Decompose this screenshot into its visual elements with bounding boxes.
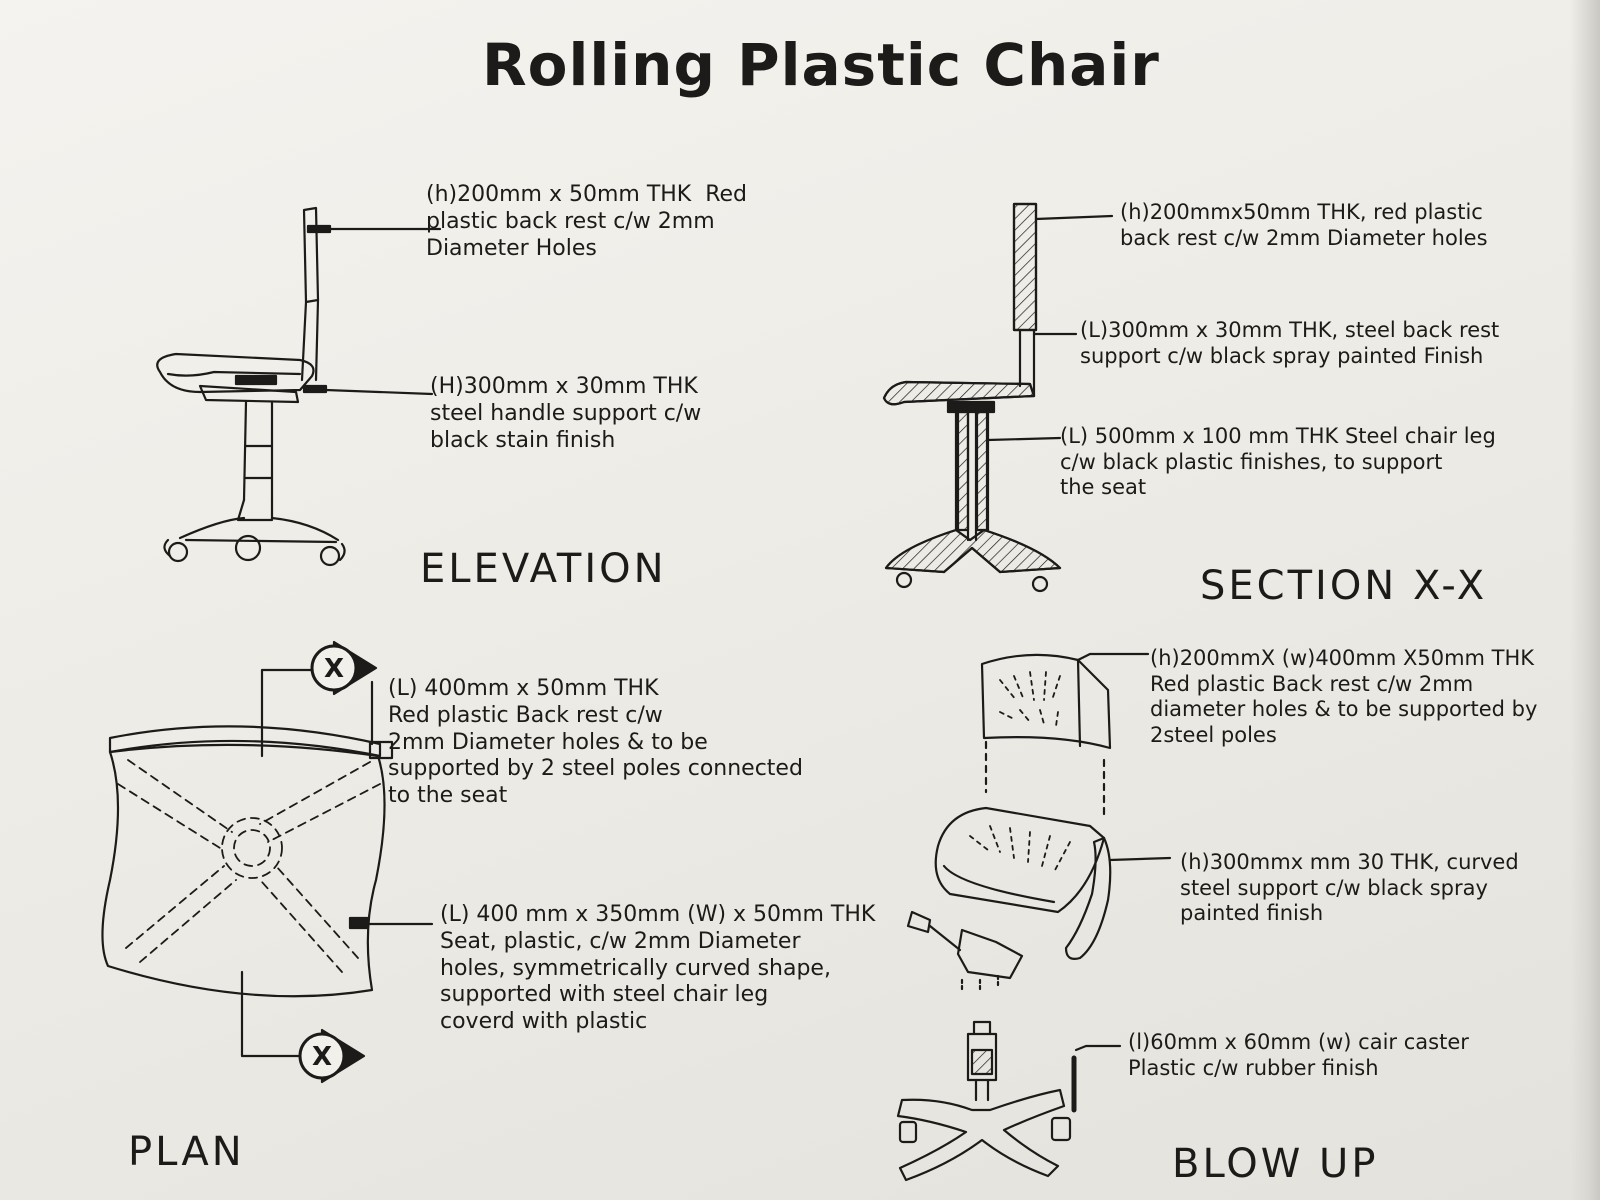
elevation-seat <box>157 354 313 392</box>
plan-view: X X <box>102 642 432 1082</box>
plan-seat-band <box>350 918 368 928</box>
elevation-back-support <box>302 300 318 380</box>
blowup-gas-lift <box>968 1022 996 1080</box>
plan-section-line-top <box>262 670 312 756</box>
blowup-backrest <box>982 655 1110 748</box>
plan-section-marker-top: X <box>312 642 376 694</box>
blowup-backrest-holes <box>1000 672 1060 726</box>
elevation-note-handle-support: (H)300mm x 30mm THK steel handle support… <box>430 374 702 453</box>
plan-marker-top-text: X <box>324 654 344 684</box>
elevation-base <box>238 500 272 520</box>
plan-section-marker-bottom: X <box>300 1030 364 1082</box>
plan-backrest <box>110 726 380 756</box>
blowup-caster-left <box>900 1122 916 1142</box>
elevation-column <box>244 402 272 500</box>
plan-seat-outline <box>102 745 384 996</box>
blowup-note-backrest: (h)200mmX (w)400mm X50mm THK Red plastic… <box>1150 646 1538 747</box>
section-mechanism <box>948 402 994 412</box>
section-caster-right <box>1033 577 1047 591</box>
elevation-caster-left <box>169 543 187 561</box>
blowup-seat-holes <box>970 826 1070 872</box>
blowup-view <box>898 655 1170 1180</box>
plan-marker-bottom-text: X <box>312 1042 332 1072</box>
blowup-seat <box>936 808 1104 912</box>
plan-note-backrest: (L) 400mm x 50mm THK Red plastic Back re… <box>388 676 803 809</box>
section-label: SECTION X-X <box>1200 563 1488 609</box>
blowup-leaders <box>1078 654 1148 660</box>
plan-section-line-bottom <box>242 972 300 1056</box>
elevation-seat-mechanism <box>236 376 276 384</box>
elevation-label: ELEVATION <box>420 546 667 592</box>
plan-note-seat: (L) 400 mm x 350mm (W) x 50mm THK Seat, … <box>440 902 876 1035</box>
elevation-handle-band <box>304 386 326 392</box>
blowup-curved-support <box>1066 838 1110 959</box>
elevation-note-backrest: (h)200mm x 50mm THK Red plastic back res… <box>426 182 748 261</box>
blowup-label: BLOW UP <box>1172 1141 1379 1187</box>
section-back-support <box>1020 330 1034 396</box>
elevation-caster-center <box>236 536 260 560</box>
sheet-title: Rolling Plastic Chair <box>482 31 1160 99</box>
elevation-leaders <box>326 229 440 394</box>
blowup-note-curved-support: (h)300mmx mm 30 THK, curved steel suppor… <box>1180 850 1519 926</box>
elevation-chair <box>157 208 344 565</box>
blowup-posts <box>986 742 1104 820</box>
blowup-caster-right <box>1052 1118 1070 1140</box>
elevation-base-legs <box>180 518 338 542</box>
plan-base-legs-hidden <box>118 760 380 972</box>
section-note-chair-leg: (L) 500mm x 100 mm THK Steel chair leg c… <box>1060 424 1496 500</box>
section-leaders <box>988 216 1112 440</box>
blowup-mechanism <box>958 930 1022 978</box>
elevation-backrest <box>304 208 318 302</box>
sheet-edge-shadow <box>1570 0 1600 1200</box>
section-backrest <box>1014 204 1036 330</box>
blowup-note-caster: (l)60mm x 60mm (w) cair caster Plastic c… <box>1128 1030 1469 1080</box>
elevation-caster-right <box>321 547 339 565</box>
section-note-backrest-support: (L)300mm x 30mm THK, steel back rest sup… <box>1080 318 1500 368</box>
blowup-base-star <box>898 1090 1064 1180</box>
elevation-backrest-band <box>308 226 330 232</box>
section-chair <box>884 204 1060 591</box>
section-caster-left <box>897 573 911 587</box>
plan-label: PLAN <box>128 1129 245 1175</box>
section-note-backrest: (h)200mmx50mm THK, red plastic back rest… <box>1120 200 1488 250</box>
